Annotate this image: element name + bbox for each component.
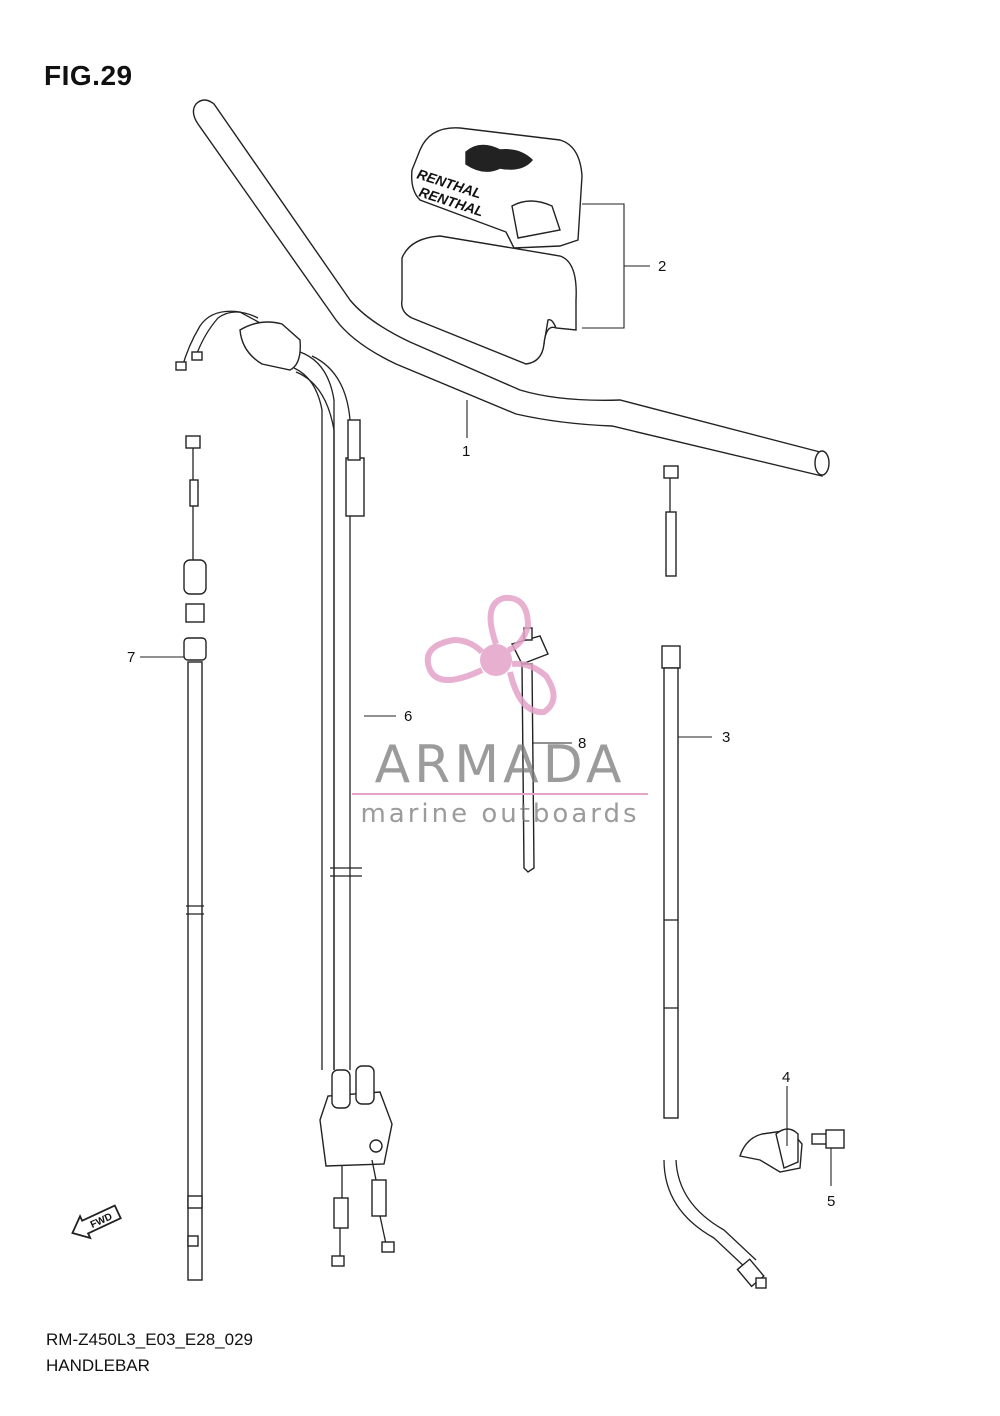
callout-3: 3 xyxy=(722,729,730,746)
callout-7: 7 xyxy=(127,649,135,666)
callout-4: 4 xyxy=(782,1069,790,1086)
callout-8: 8 xyxy=(578,735,586,752)
bolt xyxy=(811,1129,845,1149)
cable-clamp xyxy=(739,1128,803,1173)
handlebar xyxy=(192,99,830,477)
handlebar-pad: RENTHAL RENTHAL xyxy=(401,127,583,365)
leader-lines xyxy=(140,203,832,1186)
callout-5: 5 xyxy=(827,1193,835,1210)
figure-code: RM-Z450L3_E03_E28_029 xyxy=(46,1330,253,1349)
watermark-brand: ARMADA xyxy=(375,735,626,795)
callout-1: 1 xyxy=(462,443,470,460)
fig-title: FIG.29 xyxy=(44,60,133,91)
fwd-arrow-icon: FWD xyxy=(71,1204,122,1240)
callout-2: 2 xyxy=(658,258,666,275)
clutch-cable xyxy=(661,465,767,1289)
callout-6: 6 xyxy=(404,708,412,725)
watermark-logo: ARMADA marine outboards xyxy=(352,594,648,829)
callout-labels: 1 2 3 4 5 6 7 8 xyxy=(127,258,835,1210)
figure-name: HANDLEBAR xyxy=(46,1356,150,1375)
propeller-icon xyxy=(424,594,557,716)
decompression-cable xyxy=(183,435,207,1281)
watermark-tagline: marine outboards xyxy=(360,799,639,829)
throttle-cable-assembly xyxy=(175,310,395,1267)
